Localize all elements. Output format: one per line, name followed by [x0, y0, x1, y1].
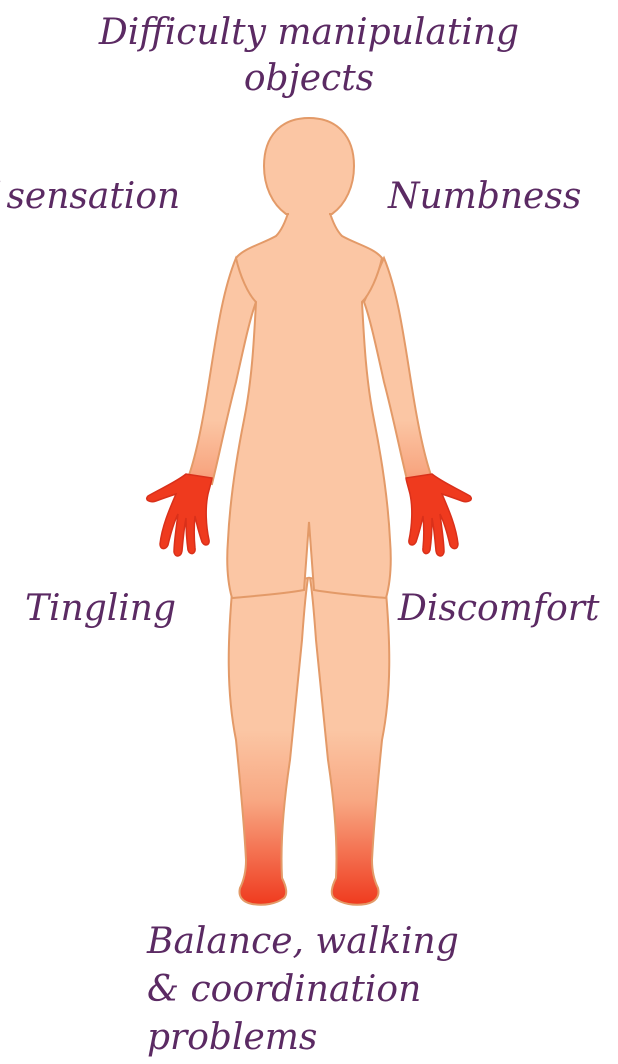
left-leg [229, 578, 308, 905]
label-loss-of-sensation: of sensation [0, 174, 180, 220]
label-balance-walking-coordination: Balance, walking & coordination problems [147, 918, 459, 1062]
label-top-line-1: Difficulty manipulating [0, 10, 618, 56]
right-hand [406, 474, 471, 556]
label-discomfort: Discomfort [398, 586, 600, 632]
label-top-line-2: objects [0, 56, 618, 102]
neck [289, 200, 329, 237]
head [264, 118, 354, 214]
label-bottom-line-3: problems [147, 1014, 459, 1062]
torso [227, 210, 391, 598]
label-difficulty-manipulating-objects: Difficulty manipulating objects [0, 10, 618, 102]
label-bottom-line-2: & coordination [147, 966, 459, 1014]
label-tingling: Tingling [25, 586, 176, 632]
label-bottom-line-1: Balance, walking [147, 918, 459, 966]
left-hand [147, 474, 212, 556]
label-numbness: Numbness [388, 174, 581, 220]
right-leg [310, 578, 389, 905]
